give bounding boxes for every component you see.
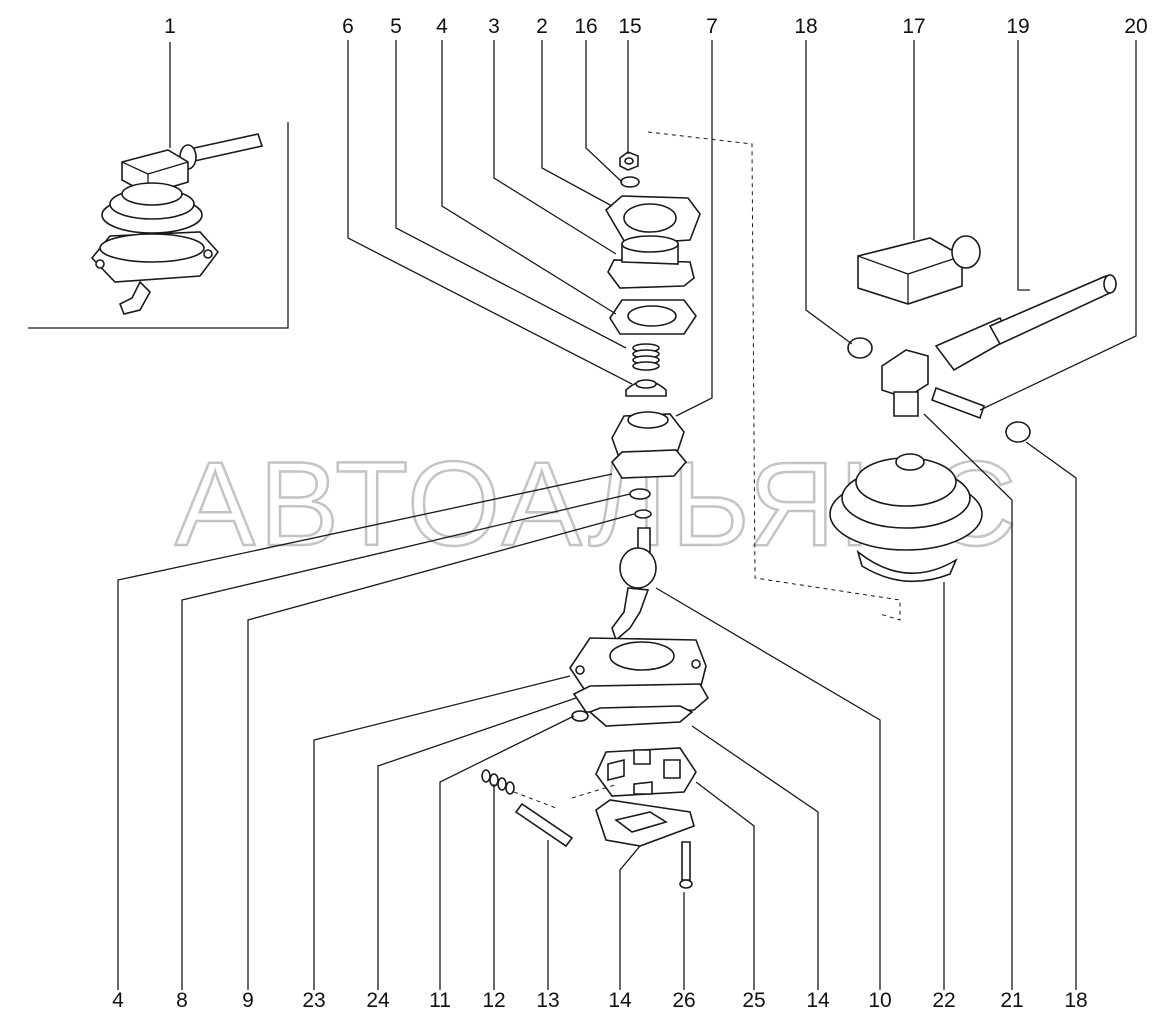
callout-label: 16 [574,15,597,38]
callout-label: 22 [932,989,955,1012]
spring-and-pin [481,769,619,848]
cross-plate [595,747,697,797]
callout-label: 12 [482,989,505,1012]
callout-label: 8 [176,989,188,1012]
callout-label: 23 [302,989,325,1012]
callout-label: 4 [436,15,448,38]
callout-label: 19 [1006,15,1029,38]
gasket-plate [604,195,701,245]
bolt [679,841,693,889]
callout-label: 4 [112,989,124,1012]
cup-seat [625,379,667,397]
callout-label: 5 [390,15,402,38]
callout-label: 18 [1064,989,1087,1012]
housing-cap [610,411,688,479]
callout-label: 14 [806,989,830,1012]
bushing-right [1005,421,1031,443]
rod-fork [934,274,1117,372]
bottom-labels: 4 8 9 23 24 11 12 13 14 26 25 14 10 22 2… [112,989,1088,1012]
callout-label: 1 [164,15,176,38]
callout-label: 10 [868,989,891,1012]
rubber-boot [829,453,983,583]
callout-label: 7 [706,15,718,38]
callout-label: 21 [1000,989,1023,1012]
gasket-ring [609,299,697,335]
callout-label: 18 [794,15,817,38]
shift-lever [611,527,657,642]
callout-label: 9 [242,989,254,1012]
callout-label: 17 [902,15,925,38]
callout-label: 15 [618,15,641,38]
ring-9 [634,509,652,519]
nut-and-washer [619,151,640,188]
ring-8 [629,488,651,500]
flange-cup [607,235,695,289]
callout-label: 6 [342,15,354,38]
spring [632,343,660,371]
callout-label: 26 [672,989,695,1012]
block-part [857,235,981,305]
bottom-plate [595,799,695,847]
callout-label: 14 [608,989,632,1012]
callout-label: 25 [742,989,765,1012]
leader-lines [117,40,1137,990]
callout-label: 20 [1124,15,1147,38]
assembly-inset [28,122,289,329]
pin-20 [930,386,986,420]
callout-label: 13 [536,989,559,1012]
base-housing [569,637,710,727]
callout-label: 11 [429,989,451,1012]
small-washer [571,710,589,722]
joint-block [881,349,929,417]
callout-label: 2 [536,15,548,38]
callout-label: 3 [488,15,500,38]
top-labels: 1 6 5 4 3 2 16 15 7 18 17 19 20 [164,15,1148,38]
callout-label: 24 [366,989,390,1012]
bushing-left [847,337,873,359]
